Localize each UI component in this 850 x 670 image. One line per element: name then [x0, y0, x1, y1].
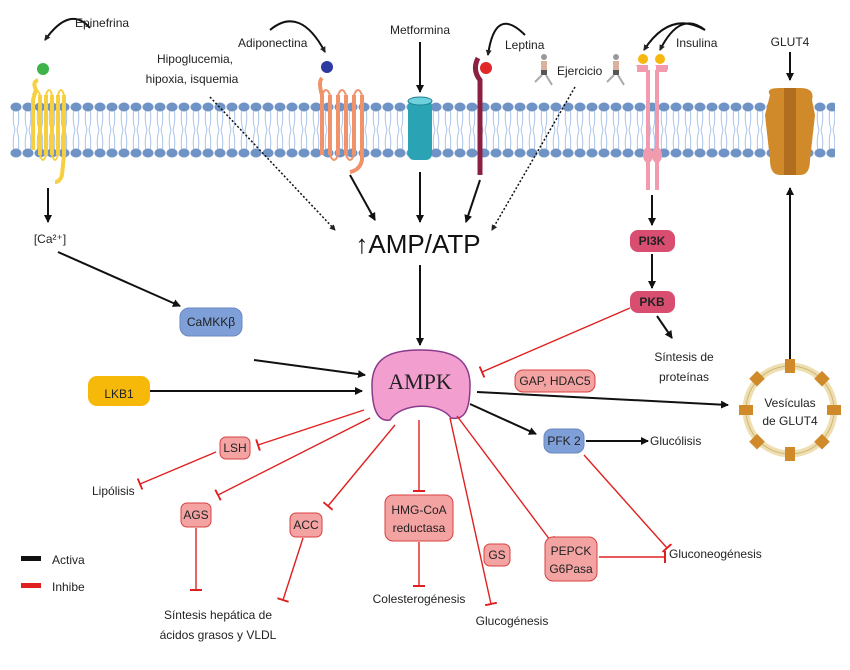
sintesis-hepatica-label-2: ácidos grasos y VLDL — [160, 628, 277, 642]
amp-atp-label: ↑AMP/ATP — [355, 229, 480, 259]
pfk2-box — [543, 428, 585, 454]
sintesis-proteinas-label-2: proteínas — [659, 370, 709, 384]
sintesis-proteinas-label-1: Síntesis de — [654, 350, 714, 364]
ampk-node — [371, 349, 471, 421]
legend-inhibe-label: Inhibe — [52, 580, 85, 594]
pepck-label-1: PEPCK — [551, 544, 592, 558]
hmg-label-2: reductasa — [393, 521, 446, 535]
sintesis-hepatica-label-1: Síntesis hepática de — [164, 608, 272, 622]
pi3k-box — [630, 230, 675, 252]
insulina-group: Insulina — [635, 22, 718, 226]
lkb1-box — [88, 376, 150, 406]
lsh-box — [219, 436, 251, 460]
gs-box — [483, 543, 511, 567]
insulin-ligand-icon — [638, 54, 648, 64]
lkb1-label: LKB1 — [104, 387, 134, 401]
ags-label: AGS — [183, 508, 208, 522]
ampk-label: AMPK — [388, 369, 452, 394]
lipolisis-label: Lipólisis — [92, 484, 135, 498]
insulin-ligand-icon — [655, 54, 665, 64]
epinefrina-group: Epinefrina [Ca²⁺] — [31, 16, 129, 246]
channel-icon — [407, 96, 433, 160]
insulina-label: Insulina — [676, 36, 718, 50]
pepck-label-2: G6Pasa — [549, 562, 593, 576]
camkk-label: CaMKKβ — [187, 315, 235, 329]
pkb-label: PKB — [639, 295, 665, 309]
gluconeogenesis-label: Gluconeogénesis — [669, 547, 762, 561]
pi3k-label: PI3K — [639, 234, 666, 248]
glucolisis-label: Glucólisis — [650, 434, 701, 448]
acc-box — [289, 512, 323, 538]
legend-inhibe-swatch — [21, 583, 41, 588]
hmg-coa-box — [384, 494, 454, 542]
leptina-label: Leptina — [505, 38, 545, 52]
acc-label: ACC — [293, 518, 319, 532]
pfk2-label: PFK 2 — [547, 434, 581, 448]
pepck-box — [544, 536, 598, 582]
adiponectin-receptor-icon — [318, 76, 364, 174]
metformina-group: Metformina — [390, 23, 450, 223]
calcium-label: [Ca²⁺] — [34, 232, 66, 246]
glut4-label: GLUT4 — [771, 35, 810, 49]
vesiculas-label-1: Vesículas — [764, 396, 815, 410]
legend: Activa Inhibe — [21, 553, 85, 594]
lsh-label: LSH — [223, 441, 246, 455]
gap-hdac5-label: GAP, HDAC5 — [519, 374, 590, 388]
ejercicio-group: Ejercicio — [491, 54, 625, 231]
legend-activa-swatch — [21, 556, 41, 561]
runner-icon — [534, 54, 625, 86]
epinefrina-ligand-icon — [37, 63, 49, 75]
camkk-box — [179, 307, 243, 337]
legend-activa-label: Activa — [52, 553, 85, 567]
glut4-transporter-icon — [765, 88, 815, 175]
insulin-receptor-icon — [635, 65, 668, 190]
hmg-label-1: HMG-CoA — [391, 503, 446, 517]
gs-label: GS — [488, 548, 505, 562]
adiponectina-label: Adiponectina — [238, 36, 308, 50]
colesterogenesis-label: Colesterogénesis — [373, 592, 466, 606]
hipoglucemia-label-2: hipoxia, isquemia — [146, 72, 239, 86]
pkb-box — [630, 291, 675, 313]
hipoglucemia-label-1: Hipoglucemia, — [157, 52, 233, 66]
vesiculas-label-2: de GLUT4 — [762, 414, 818, 428]
ags-box — [180, 502, 212, 528]
glucogenesis-label: Glucogénesis — [476, 614, 549, 628]
gpcr-receptor-icon — [31, 78, 66, 184]
epinefrina-label: Epinefrina — [75, 16, 129, 30]
ejercicio-label: Ejercicio — [557, 64, 603, 78]
leptin-receptor-icon — [472, 56, 492, 175]
glut4-vesicle-icon — [739, 359, 841, 461]
gap-hdac5-box — [514, 369, 596, 393]
adiponectina-ligand-icon — [321, 61, 333, 73]
metformina-label: Metformina — [390, 23, 450, 37]
leptina-group: Leptina — [464, 22, 545, 223]
adiponectina-group: Adiponectina — [238, 20, 376, 221]
